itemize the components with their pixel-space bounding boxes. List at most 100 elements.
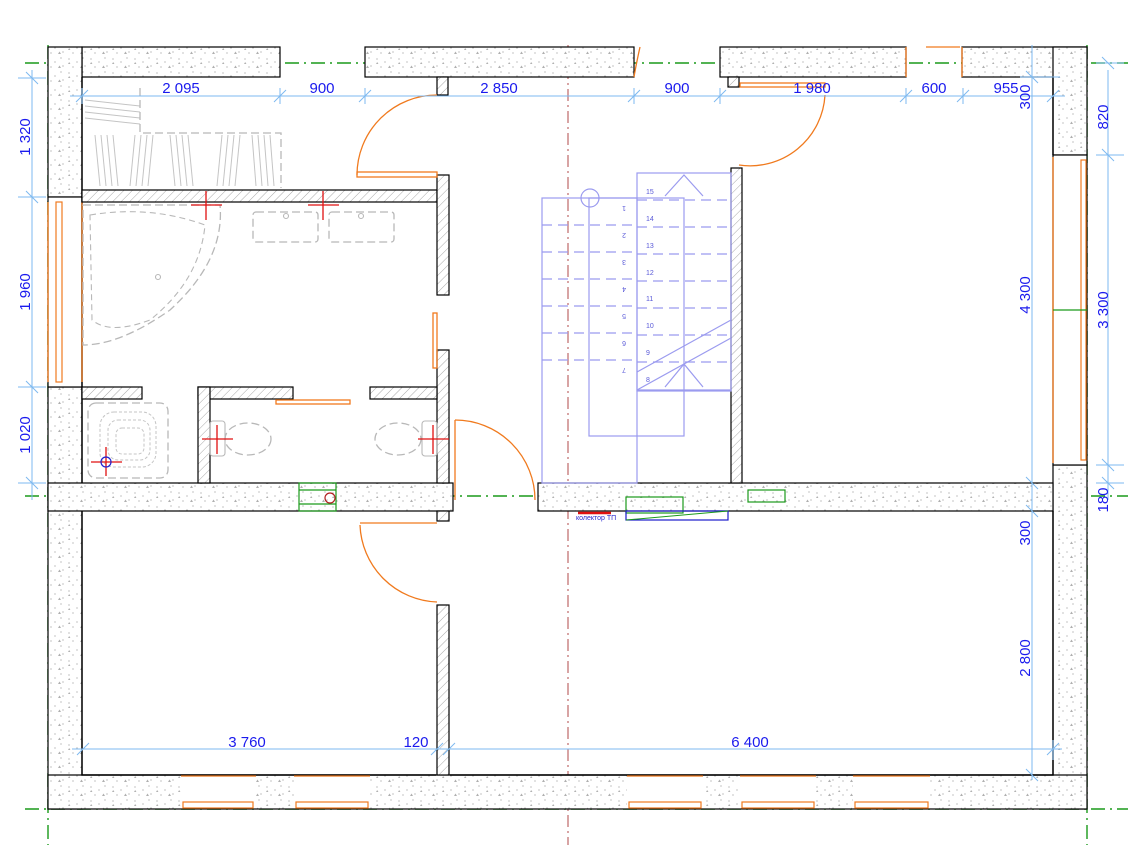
shower-tray [87, 402, 169, 479]
partition-wc-top-left [197, 386, 294, 400]
collector-label: колектор ТП [576, 515, 616, 522]
door-leaf-bathroom [356, 171, 438, 178]
interior-walls [81, 76, 743, 776]
step-number: 1 [622, 204, 626, 211]
wall-top-segment [81, 46, 281, 78]
dimension-label: 955 [993, 80, 1018, 97]
room-outline [81, 511, 436, 776]
dimensions-left: 1 320 1 960 1 020 [17, 70, 46, 500]
step-number: 8 [646, 377, 650, 384]
partition-shower-top [81, 386, 143, 400]
window-bottom-3 [628, 801, 702, 809]
dimension-label: 6 400 [731, 734, 769, 751]
dimension-label: 900 [664, 80, 689, 97]
dimension-label: 1 020 [17, 416, 34, 454]
faucet-icon [357, 212, 365, 220]
dimension-label: 600 [921, 80, 946, 97]
pier-stub [727, 76, 740, 88]
window-bottom-1 [182, 801, 254, 809]
door-leaf-hall [739, 82, 826, 88]
bathroom-fixtures [82, 88, 449, 479]
bathtub-drain [154, 273, 162, 281]
door-leaf-bath-side [432, 312, 438, 369]
step-number: 13 [646, 243, 654, 250]
door-swing-corridor [454, 419, 536, 501]
bottom-windows [181, 775, 930, 809]
utility-box [747, 489, 786, 503]
dimension-label: 4 300 [1017, 276, 1034, 314]
toilet-right [374, 422, 422, 456]
bench-hatching [84, 99, 275, 187]
side-windows [47, 157, 1087, 463]
wall-right-lower [1052, 464, 1088, 810]
dimension-label: 180 [1095, 487, 1112, 512]
dimension-label: 1 320 [17, 118, 34, 156]
step-number: 15 [646, 189, 654, 196]
step-number: 4 [622, 285, 626, 292]
partition-wc-left [197, 386, 211, 484]
dimension-label: 1 960 [17, 273, 34, 311]
utilities: колектор ТП [298, 482, 786, 522]
partition-lower-rooms [436, 604, 450, 776]
dimension-label: 120 [403, 734, 428, 751]
heating-collector-box [625, 496, 684, 514]
door-swing-hall [738, 94, 826, 167]
collector-cabinet [625, 510, 729, 521]
stair-step-numbers-left: 1 2 3 4 5 6 7 [622, 204, 626, 373]
shower-pattern [99, 411, 157, 468]
stair-well [588, 197, 685, 437]
drain-icon [100, 456, 112, 468]
step-number: 11 [646, 296, 653, 303]
fixture-markers [91, 191, 449, 476]
wall-top-segment [364, 46, 635, 78]
step-number: 7 [622, 366, 626, 373]
staircase: 1 2 3 4 5 6 7 15 14 13 12 11 10 9 8 [541, 172, 732, 484]
stair-treads [542, 199, 731, 391]
sink-2 [328, 211, 395, 243]
wall-middle-left [47, 482, 454, 512]
partition-bath-top [81, 189, 438, 203]
dimensions-right-outer: 820 3 300 180 [1095, 56, 1124, 513]
dimension-label: 1 980 [793, 80, 831, 97]
door-swing-lower-room [359, 524, 438, 603]
wall-right-upper [1052, 46, 1088, 156]
stair-arrows [636, 174, 732, 391]
wall-left-upper [47, 46, 83, 198]
dimension-label: 3 760 [228, 734, 266, 751]
dimension-label: 2 800 [1017, 639, 1034, 677]
dimension-label: 2 850 [480, 80, 518, 97]
step-number: 12 [646, 270, 654, 277]
door-sliding-wc [275, 399, 351, 405]
faucet-icon [282, 212, 290, 220]
dimension-label: 300 [1017, 520, 1034, 545]
partition-bath-right-lower [436, 349, 450, 484]
step-number: 2 [622, 231, 626, 238]
stair-start-marker [580, 188, 600, 208]
ventilation-duct [298, 482, 337, 512]
step-number: 6 [622, 339, 626, 346]
pier-top [436, 76, 449, 96]
dimension-label: 820 [1095, 104, 1112, 129]
door-arc-fragment [633, 46, 641, 78]
partition-stub [436, 510, 450, 522]
dimension-label: 3 300 [1095, 291, 1112, 329]
dimension-label: 2 095 [162, 80, 200, 97]
dimensions-right-inner: 300 4 300 300 2 800 [1017, 45, 1060, 782]
step-number: 14 [646, 216, 654, 223]
step-number: 9 [646, 350, 650, 357]
step-number: 5 [622, 312, 626, 319]
window-left [55, 201, 63, 383]
window-bottom-2 [295, 801, 369, 809]
door-swing-bathroom [356, 94, 438, 176]
wall-left-window-opening [47, 196, 83, 388]
window-bottom-4 [741, 801, 815, 809]
dimension-label: 900 [309, 80, 334, 97]
partition-bath-right-upper [436, 174, 450, 296]
step-number: 3 [622, 258, 626, 265]
sink-1 [252, 211, 319, 243]
bathtub-inner [89, 211, 206, 329]
wall-left-lower [47, 386, 83, 810]
pipe-riser-icon [324, 492, 336, 504]
dimension-label: 300 [1017, 84, 1034, 109]
